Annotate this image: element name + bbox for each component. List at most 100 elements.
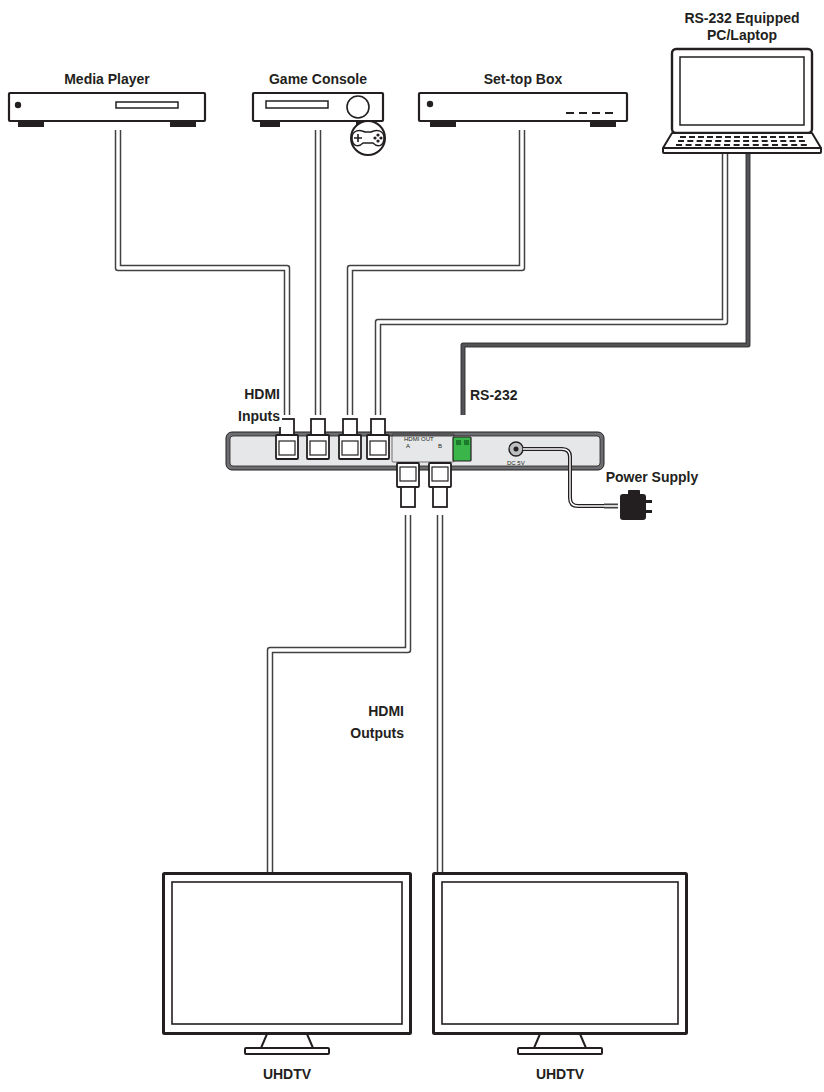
device-part xyxy=(370,441,386,455)
device-part xyxy=(354,134,362,142)
device-part xyxy=(743,136,749,138)
device-part xyxy=(762,144,768,146)
device-part xyxy=(801,144,807,146)
device-part xyxy=(261,1034,313,1048)
device-part xyxy=(433,487,447,507)
panel-marking: HDMI OUT xyxy=(404,436,434,443)
device-part xyxy=(401,487,415,507)
device-part xyxy=(779,136,785,138)
device-part xyxy=(790,140,796,142)
device-part xyxy=(644,510,652,513)
device-part xyxy=(253,93,383,121)
device-part xyxy=(427,101,433,107)
device-part xyxy=(279,441,295,455)
tv-device: UHDTV xyxy=(432,872,688,1064)
device-part xyxy=(715,140,721,142)
panel-marking: DC 5V xyxy=(507,460,525,467)
device-part xyxy=(419,93,627,121)
cable-sheath xyxy=(315,130,322,415)
device-part xyxy=(752,140,758,142)
signal-group-label: HDMI Outputs xyxy=(318,700,406,744)
device-part xyxy=(172,882,402,1024)
tv-device: UHDTV xyxy=(162,872,412,1064)
device-part xyxy=(310,441,326,455)
cable-sheath xyxy=(604,504,618,509)
device-part xyxy=(628,490,640,496)
cable-core xyxy=(118,130,287,415)
device-part xyxy=(644,500,652,503)
laptop-device: RS-232 Equipped PC/Laptop xyxy=(662,48,822,154)
device-part xyxy=(342,441,358,455)
signal-group-label: HDMI Inputs xyxy=(214,383,282,427)
device-label: UHDTV xyxy=(536,1066,584,1083)
device-part xyxy=(590,121,616,127)
device-part xyxy=(770,136,776,138)
cable-sheath xyxy=(378,154,725,415)
device-part xyxy=(716,136,722,138)
device-part xyxy=(672,49,812,133)
hdmi-cable xyxy=(318,130,319,415)
console-illustration xyxy=(252,92,384,130)
device-part xyxy=(352,130,384,145)
hdmi-cable xyxy=(270,515,408,872)
device-part xyxy=(687,140,693,142)
device-part xyxy=(430,121,456,127)
device-part xyxy=(725,140,731,142)
device-part xyxy=(116,102,178,108)
adapter-device: Power Supply xyxy=(618,490,650,522)
device-part xyxy=(453,437,471,461)
device-part xyxy=(762,140,768,142)
device-part xyxy=(371,419,385,435)
cable-core xyxy=(270,515,408,872)
device-part xyxy=(771,140,777,142)
hdmi-cable xyxy=(440,515,441,872)
device-part xyxy=(734,140,740,142)
device-part xyxy=(339,435,361,459)
device-part xyxy=(400,467,416,481)
device-part xyxy=(347,96,369,118)
device-label: UHDTV xyxy=(263,1066,311,1083)
device-part xyxy=(379,136,382,139)
device-part xyxy=(686,144,692,146)
cable-core xyxy=(316,130,320,415)
player-device: Media Player xyxy=(8,92,206,130)
hdmi-cable xyxy=(118,130,287,415)
device-label: Game Console xyxy=(269,71,367,88)
device-part xyxy=(689,136,695,138)
panel-marking: A xyxy=(406,443,410,450)
device-part xyxy=(695,144,701,146)
stb-illustration xyxy=(418,92,628,130)
device-part xyxy=(605,112,613,114)
switcher-device: HDMI OUTA B DC 5V xyxy=(226,415,604,515)
device-label: Power Supply xyxy=(606,469,699,486)
device-part xyxy=(170,121,196,127)
device-part xyxy=(698,136,704,138)
device-part xyxy=(523,449,604,506)
panel-marking: B xyxy=(438,443,442,450)
device-part xyxy=(743,140,749,142)
device-part xyxy=(18,121,44,127)
device-label: Set-top Box xyxy=(484,71,563,88)
cable-core xyxy=(438,515,442,872)
cable-sheath xyxy=(270,515,408,872)
device-part xyxy=(518,1048,602,1054)
device-part xyxy=(680,136,686,138)
device-part xyxy=(509,442,523,456)
device-part xyxy=(376,139,379,142)
device-label: RS-232 Equipped PC/Laptop xyxy=(667,10,817,44)
stb-device: Set-top Box xyxy=(418,92,628,130)
device-part xyxy=(753,144,759,146)
tv-illustration xyxy=(432,872,688,1064)
device-part xyxy=(164,874,411,1034)
device-part xyxy=(373,136,376,139)
serial-cable xyxy=(463,154,748,415)
tv-illustration xyxy=(162,872,412,1064)
device-part xyxy=(9,93,205,121)
device-part xyxy=(15,102,21,108)
cable-label: RS-232 xyxy=(468,384,519,406)
device-part xyxy=(724,144,730,146)
player-illustration xyxy=(8,92,206,130)
device-part xyxy=(260,121,280,127)
